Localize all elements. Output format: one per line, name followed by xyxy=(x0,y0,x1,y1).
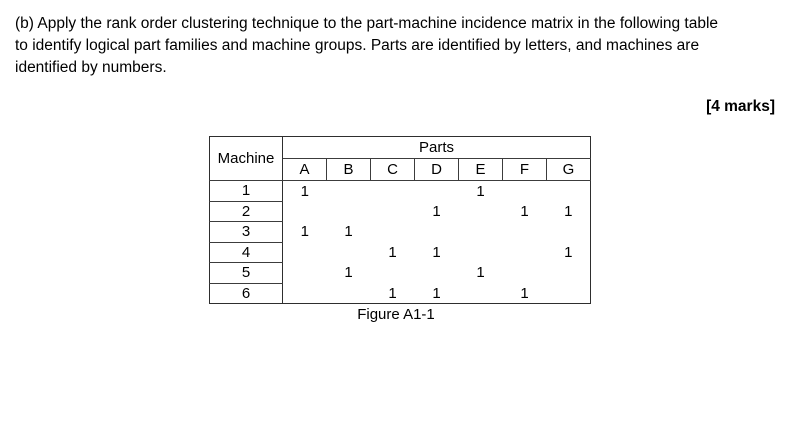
matrix-cell: 1 xyxy=(520,284,529,302)
table-row: 3 1 1 xyxy=(209,221,591,243)
part-column-header-a: A xyxy=(282,158,327,181)
matrix-cell: 1 xyxy=(300,223,309,241)
part-column-header-g: G xyxy=(546,158,591,181)
machine-column-header: Machine xyxy=(209,136,283,181)
matrix-cell: 1 xyxy=(344,264,353,282)
matrix-cell: 1 xyxy=(388,243,397,261)
matrix-cell: 1 xyxy=(432,243,441,261)
part-column-header-d: D xyxy=(414,158,459,181)
question-line: identified by numbers. xyxy=(15,59,167,76)
figure-caption: Figure A1-1 xyxy=(357,306,435,323)
part-column-header-f: F xyxy=(502,158,547,181)
matrix-cell xyxy=(547,263,591,284)
matrix-cell xyxy=(371,263,415,284)
matrix-cell xyxy=(547,181,591,202)
matrix-cell: 1 xyxy=(388,284,397,302)
matrix-cell xyxy=(371,201,415,222)
matrix-cell: 1 xyxy=(432,284,441,302)
matrix-cell xyxy=(459,222,503,243)
part-column-header-e: E xyxy=(458,158,503,181)
table-row: 1 1 1 xyxy=(209,180,591,202)
matrix-cell xyxy=(327,201,371,222)
matrix-cell xyxy=(415,222,459,243)
matrix-cell xyxy=(503,222,547,243)
machine-label: 6 xyxy=(209,283,283,304)
matrix-cell xyxy=(459,283,503,304)
matrix-cell xyxy=(415,181,459,202)
matrix-cell: 1 xyxy=(344,223,353,241)
table-row: 2 1 1 1 xyxy=(209,201,591,222)
question-line: (b) Apply the rank order clustering tech… xyxy=(15,15,719,32)
matrix-cell: 1 xyxy=(300,182,309,200)
matrix-cell: 1 xyxy=(564,202,573,220)
matrix-cell xyxy=(503,181,547,202)
matrix-cell xyxy=(283,242,327,263)
matrix-cell: 1 xyxy=(520,202,529,220)
machine-label: 2 xyxy=(209,201,283,222)
matrix-cell: 1 xyxy=(564,243,573,261)
matrix-cell xyxy=(503,263,547,284)
matrix-cell xyxy=(459,242,503,263)
matrix-cell xyxy=(327,283,371,304)
matrix-cell xyxy=(459,201,503,222)
table-row: 4 1 1 1 xyxy=(209,242,591,263)
matrix-cell xyxy=(327,181,371,202)
matrix-cell xyxy=(371,222,415,243)
matrix-cell: 1 xyxy=(476,264,485,282)
matrix-cell xyxy=(283,201,327,222)
question-text: (b) Apply the rank order clustering tech… xyxy=(15,13,790,79)
matrix-cell xyxy=(547,283,591,304)
table-row: 5 1 1 xyxy=(209,262,591,284)
part-column-header-c: C xyxy=(370,158,415,181)
incidence-matrix-table: Machine Parts A B C D E F G 1 1 1 xyxy=(209,136,591,304)
machine-label: 4 xyxy=(209,242,283,263)
machine-label: 1 xyxy=(209,180,283,202)
matrix-cell xyxy=(283,283,327,304)
parts-group-header: Parts xyxy=(282,136,591,159)
marks-badge: [4 marks] xyxy=(706,98,775,115)
machine-label: 5 xyxy=(209,262,283,284)
matrix-cell xyxy=(503,242,547,263)
matrix-cell xyxy=(415,263,459,284)
matrix-cell xyxy=(371,181,415,202)
matrix-cell: 1 xyxy=(476,182,485,200)
matrix-cell xyxy=(547,222,591,243)
part-column-header-b: B xyxy=(326,158,371,181)
matrix-cell xyxy=(327,242,371,263)
question-line: to identify logical part families and ma… xyxy=(15,37,700,54)
matrix-cell xyxy=(283,263,327,284)
matrix-cell: 1 xyxy=(432,202,441,220)
machine-label: 3 xyxy=(209,221,283,243)
table-row: 6 1 1 1 xyxy=(209,283,591,304)
